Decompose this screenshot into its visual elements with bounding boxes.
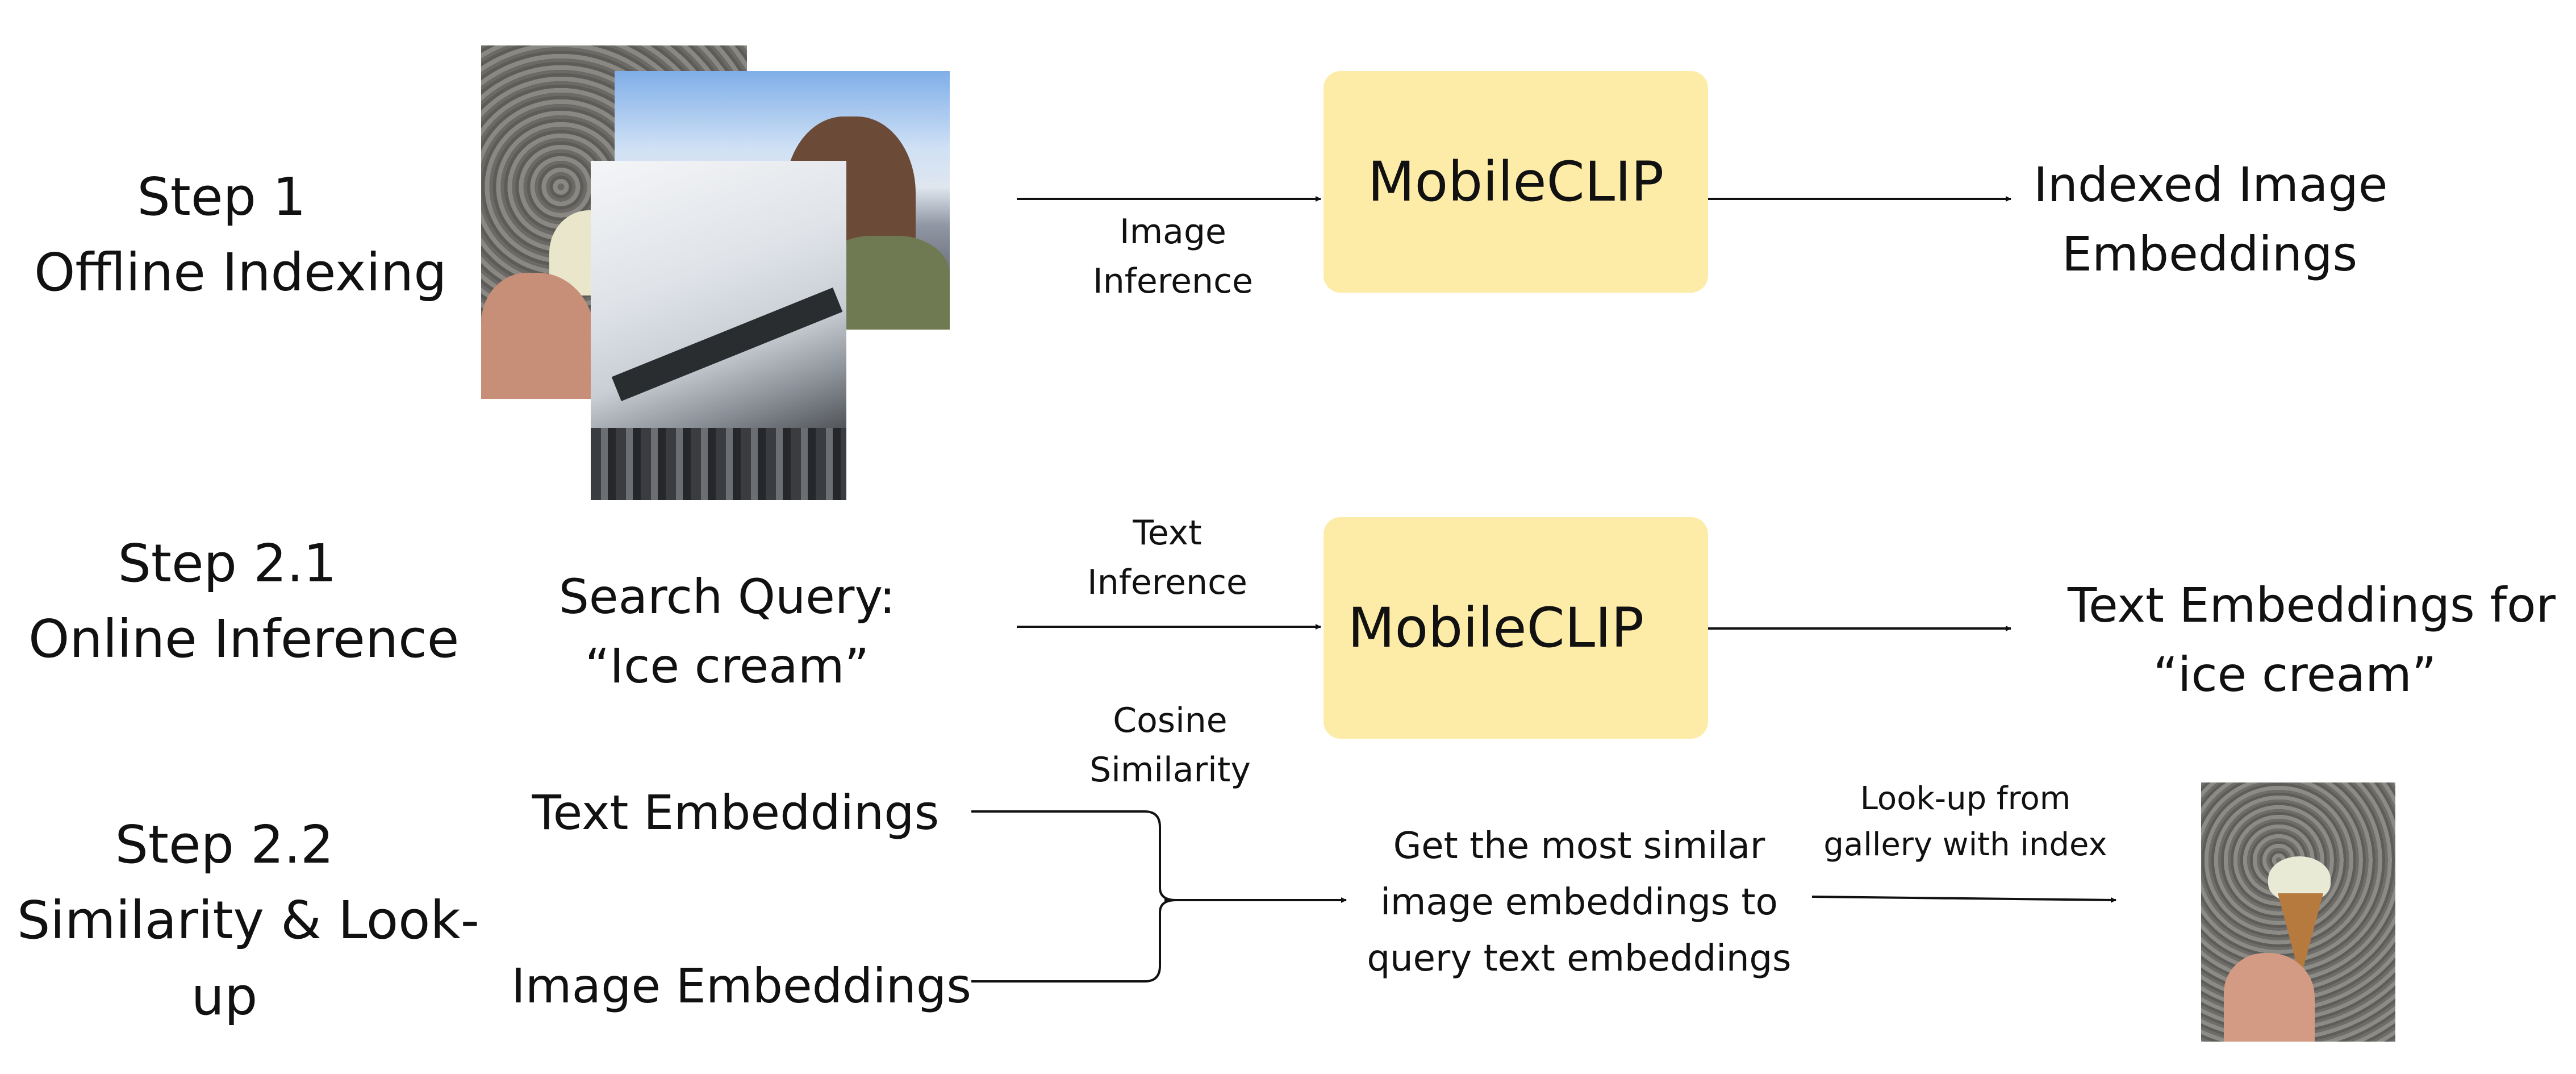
- step22-title-line1: Step 2.2: [115, 814, 334, 875]
- lookup-label-line1: Look-up from: [1860, 780, 2071, 817]
- text-embeddings-ice-cream: Text Embeddings for “ice cream”: [2068, 571, 2556, 710]
- text-embeddings-ice-cream-line2: “ice cream”: [2153, 646, 2437, 702]
- text-embeddings-input: Text Embeddings: [523, 779, 949, 848]
- cosine-similarity-label-line2: Similarity: [1089, 750, 1251, 790]
- search-query: Search Query: “Ice cream”: [545, 563, 909, 701]
- step22-title-line2: Similarity & Look-: [17, 890, 479, 951]
- step1-title-line1: Step 1: [137, 166, 306, 227]
- indexed-image-embeddings-line1: Indexed Image: [2034, 157, 2388, 213]
- most-similar-result: Get the most similar image embeddings to…: [1352, 818, 1806, 988]
- mobileclip-box-online-label: MobileCLIP: [1347, 596, 1644, 660]
- step21-title-line1: Step 2.1: [118, 533, 337, 594]
- mobileclip-box-offline-label: MobileCLIP: [1367, 150, 1664, 214]
- lookup-label-line2: gallery with index: [1823, 826, 2107, 864]
- text-inference-label-line2: Inference: [1087, 563, 1247, 602]
- text-inference-label-line1: Text: [1133, 513, 1202, 553]
- step1-title-line2: Offline Indexing: [34, 242, 447, 303]
- image-embeddings-input-label: Image Embeddings: [511, 958, 971, 1014]
- cosine-merge-bracket: [971, 810, 1176, 983]
- lookup-label: Look-up from gallery with index: [1818, 776, 2113, 868]
- most-similar-result-line1: Get the most similar: [1393, 825, 1765, 867]
- cosine-similarity-label-line1: Cosine: [1113, 701, 1228, 740]
- indexed-image-embeddings: Indexed Image Embeddings: [2034, 151, 2388, 289]
- image-inference-label-line2: Inference: [1093, 261, 1253, 301]
- search-query-line1: Search Query:: [558, 569, 896, 625]
- step1-title: Step 1 Offline Indexing: [34, 159, 447, 311]
- mobileclip-box-online: MobileCLIP: [1324, 517, 1708, 739]
- mobileclip-box-offline: MobileCLIP: [1324, 71, 1708, 293]
- text-embeddings-input-label: Text Embeddings: [532, 785, 940, 840]
- indexed-image-embeddings-line2: Embeddings: [2061, 226, 2358, 282]
- step21-title: Step 2.1 Online Inference: [28, 526, 460, 677]
- station-ceiling-photo: [591, 161, 846, 500]
- image-embeddings-input: Image Embeddings: [511, 952, 971, 1021]
- most-similar-result-line3: query text embeddings: [1367, 938, 1792, 980]
- step21-title-line2: Online Inference: [28, 609, 460, 670]
- step22-title-line3: up: [191, 965, 258, 1027]
- text-embeddings-ice-cream-line1: Text Embeddings for: [2068, 577, 2556, 633]
- step22-title: Step 2.2 Similarity & Look- up: [17, 807, 479, 1034]
- result-ice-cream-photo: [2201, 782, 2395, 1042]
- lookup-arrow: [1811, 896, 2116, 903]
- image-inference-label-line1: Image: [1120, 212, 1226, 252]
- image-inference-label: Image Inference: [1068, 207, 1278, 306]
- search-query-line2: “Ice cream”: [584, 638, 870, 694]
- most-similar-result-line2: image embeddings to: [1380, 881, 1778, 924]
- cosine-similarity-label: Cosine Similarity: [1068, 696, 1272, 795]
- text-inference-label: Text Inference: [1062, 509, 1272, 607]
